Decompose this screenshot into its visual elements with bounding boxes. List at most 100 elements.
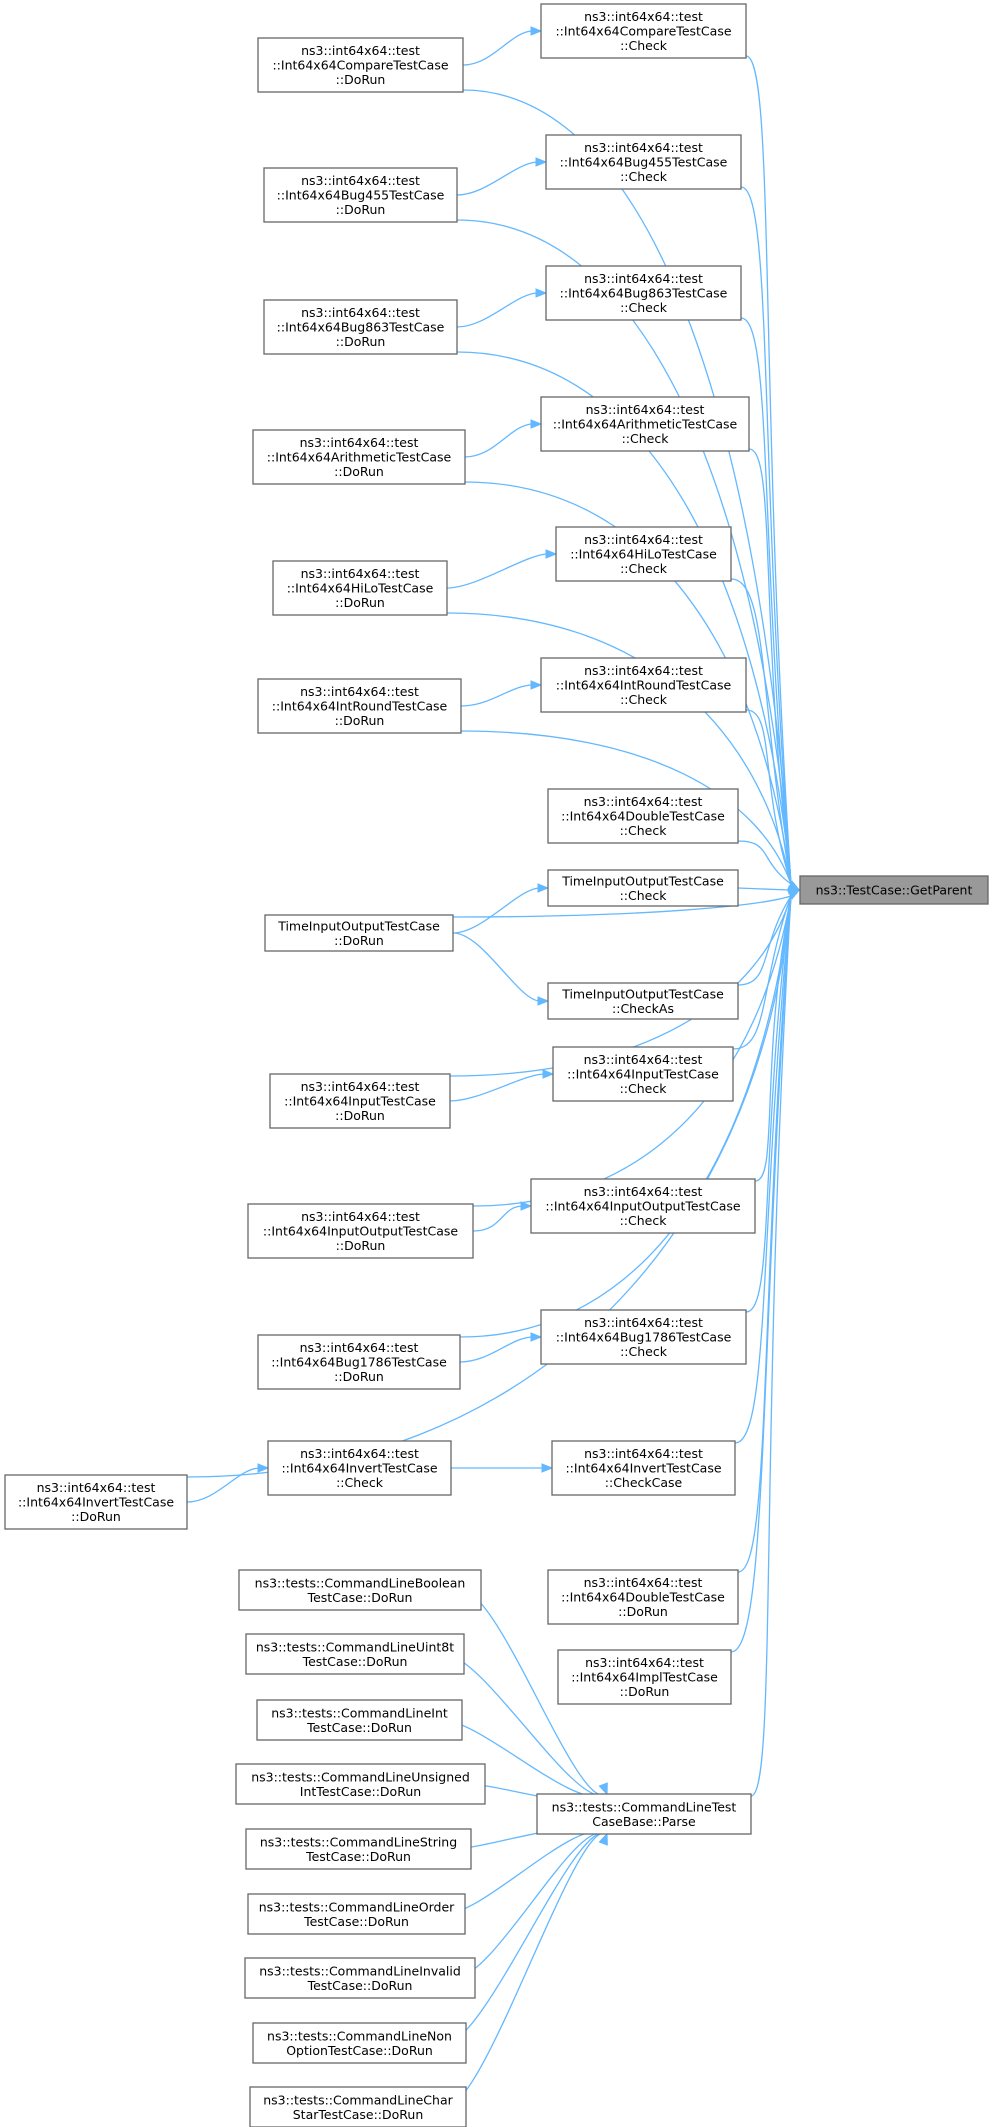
node-bug863-check[interactable]: ns3::int64x64::test::Int64x64Bug863TestC… — [545, 265, 742, 321]
node-bug1786-dorun[interactable]: ns3::int64x64::test::Int64x64Bug1786Test… — [257, 1334, 461, 1390]
edge-input_dorun-to-target — [449, 895, 792, 1077]
node-label-line: ns3::tests::CommandLineInt — [271, 1705, 448, 1720]
node-label-line: ::Check — [620, 38, 668, 53]
edge-tio_dorun-to-tio_checkas — [452, 932, 541, 1002]
node-label-line: ns3::int64x64::test — [300, 1446, 419, 1461]
edge-bug455_dorun-to-bug455_check — [456, 161, 539, 196]
node-label-line: ::DoRun — [618, 1604, 668, 1619]
node-cl-char[interactable]: ns3::tests::CommandLineCharStarTestCase:… — [249, 2086, 467, 2127]
node-box — [235, 1763, 486, 1805]
edge-intround_check-to-target — [745, 709, 792, 885]
node-bug1786-check[interactable]: ns3::int64x64::test::Int64x64Bug1786Test… — [540, 1309, 747, 1365]
edge-cl_parse-to-target — [750, 895, 792, 1797]
node-label-line: StarTestCase::DoRun — [293, 2107, 424, 2122]
node-box — [547, 788, 739, 844]
edge-bug1786_dorun-to-target — [459, 895, 792, 1338]
node-io-check[interactable]: ns3::int64x64::test::Int64x64InputOutput… — [530, 1178, 756, 1234]
node-label-line: ::Check — [622, 431, 670, 446]
node-label-line: ns3::int64x64::test — [584, 1446, 703, 1461]
node-box — [799, 875, 989, 905]
node-box — [257, 37, 464, 93]
node-cl-order[interactable]: ns3::tests::CommandLineOrderTestCase::Do… — [247, 1893, 466, 1935]
node-box — [252, 429, 466, 485]
node-bug863-dorun[interactable]: ns3::int64x64::test::Int64x64Bug863TestC… — [263, 299, 458, 355]
node-arith-dorun[interactable]: ns3::int64x64::test::Int64x64ArithmeticT… — [252, 429, 466, 485]
node-cl-string[interactable]: ns3::tests::CommandLineStringTestCase::D… — [245, 1828, 472, 1870]
node-box — [269, 1073, 451, 1129]
node-impl-dorun[interactable]: ns3::int64x64::test::Int64x64ImplTestCas… — [557, 1649, 732, 1705]
node-box — [4, 1474, 188, 1530]
node-label-line: TestCase::DoRun — [306, 1720, 412, 1735]
node-label-line: ::Int64x64Bug1786TestCase — [556, 1330, 732, 1345]
node-invert-dorun[interactable]: ns3::int64x64::test::Int64x64InvertTestC… — [4, 1474, 188, 1530]
node-box — [551, 1440, 736, 1496]
node-compare-dorun[interactable]: ns3::int64x64::test::Int64x64CompareTest… — [257, 37, 464, 93]
node-invert-checkcase[interactable]: ns3::int64x64::test::Int64x64InvertTestC… — [551, 1440, 736, 1496]
node-double-check[interactable]: ns3::int64x64::test::Int64x64DoubleTestC… — [547, 788, 739, 844]
arrowhead — [530, 1332, 543, 1342]
node-input-check[interactable]: ns3::int64x64::test::Int64x64InputTestCa… — [552, 1046, 734, 1102]
node-label-line: ns3::int64x64::test — [584, 1315, 703, 1330]
node-intround-check[interactable]: ns3::int64x64::test::Int64x64IntRoundTes… — [540, 657, 747, 713]
node-box — [540, 3, 747, 59]
node-label-line: ns3::int64x64::test — [301, 305, 420, 320]
node-hilo-dorun[interactable]: ns3::int64x64::test::Int64x64HiLoTestCas… — [272, 560, 448, 616]
node-target[interactable]: ns3::TestCase::GetParent — [799, 875, 989, 905]
node-cl-int[interactable]: ns3::tests::CommandLineIntTestCase::DoRu… — [256, 1699, 463, 1741]
node-double-dorun[interactable]: ns3::int64x64::test::Int64x64DoubleTestC… — [547, 1569, 739, 1625]
edge-tio_check-to-target — [737, 887, 790, 891]
node-label-line: ns3::int64x64::test — [585, 1655, 704, 1670]
arrowhead — [537, 883, 550, 893]
node-label-line: ::Int64x64ArithmeticTestCase — [267, 450, 452, 465]
arrowhead — [535, 288, 548, 298]
node-label-line: ns3::int64x64::test — [584, 9, 703, 24]
node-bug455-dorun[interactable]: ns3::int64x64::test::Int64x64Bug455TestC… — [263, 167, 458, 223]
node-label-line: ::DoRun — [334, 464, 384, 479]
node-label-line: ::DoRun — [334, 933, 384, 948]
edge-bug455_check-to-target — [740, 186, 792, 885]
node-cl-boolean[interactable]: ns3::tests::CommandLineBooleanTestCase::… — [238, 1569, 482, 1611]
edge-double_dorun-to-target — [737, 895, 792, 1573]
node-box — [264, 914, 454, 952]
node-label-line: TestCase::DoRun — [307, 1978, 413, 1993]
node-cl-invalid[interactable]: ns3::tests::CommandLineInvalidTestCase::… — [244, 1957, 476, 1999]
node-compare-check[interactable]: ns3::int64x64::test::Int64x64CompareTest… — [540, 3, 747, 59]
edge-intround_dorun-to-intround_check — [460, 684, 534, 707]
node-label-line: ::Int64x64InputTestCase — [284, 1094, 436, 1109]
edge-compare_check-to-target — [745, 55, 792, 885]
node-bug455-check[interactable]: ns3::int64x64::test::Int64x64Bug455TestC… — [545, 134, 742, 190]
node-intround-dorun[interactable]: ns3::int64x64::test::Int64x64IntRoundTes… — [257, 678, 462, 734]
node-tio-checkas[interactable]: TimeInputOutputTestCase::CheckAs — [547, 982, 739, 1020]
node-cl-uint8[interactable]: ns3::tests::CommandLineUint8tTestCase::D… — [245, 1633, 465, 1675]
arrowhead — [520, 1201, 533, 1211]
node-arith-check[interactable]: ns3::int64x64::test::Int64x64ArithmeticT… — [540, 396, 750, 452]
node-cl-unsigned[interactable]: ns3::tests::CommandLineUnsignedIntTestCa… — [235, 1763, 486, 1805]
node-label-line: ns3::int64x64::test — [584, 271, 703, 286]
node-invert-check[interactable]: ns3::int64x64::test::Int64x64InvertTestC… — [267, 1440, 452, 1496]
node-io-dorun[interactable]: ns3::int64x64::test::Int64x64InputOutput… — [247, 1203, 474, 1259]
arrowhead — [530, 26, 543, 36]
edge-double_check-to-target — [737, 840, 792, 885]
node-hilo-check[interactable]: ns3::int64x64::test::Int64x64HiLoTestCas… — [555, 526, 732, 582]
node-box — [557, 1649, 732, 1705]
node-input-dorun[interactable]: ns3::int64x64::test::Int64x64InputTestCa… — [269, 1073, 451, 1129]
node-cl-non[interactable]: ns3::tests::CommandLineNonOptionTestCase… — [252, 2022, 467, 2064]
node-label-line: ::Int64x64IntRoundTestCase — [556, 678, 732, 693]
node-cl-parse[interactable]: ns3::tests::CommandLineTestCaseBase::Par… — [536, 1793, 752, 1835]
node-tio-check[interactable]: TimeInputOutputTestCase::Check — [547, 869, 739, 907]
edge-tio_dorun-to-tio_check — [452, 887, 541, 934]
node-box — [257, 678, 462, 734]
node-box — [530, 1178, 756, 1234]
arrowhead — [787, 889, 801, 900]
node-label-line: ns3::tests::CommandLineUint8t — [256, 1639, 454, 1654]
node-label-line: ::Check — [620, 692, 668, 707]
edge-invert_checkcase-to-target — [734, 895, 792, 1444]
node-label-line: ns3::int64x64::test — [584, 1575, 703, 1590]
node-label-line: ns3::int64x64::test — [584, 1052, 703, 1067]
node-tio-dorun[interactable]: TimeInputOutputTestCase::DoRun — [264, 914, 454, 952]
nodes-layer: ns3::TestCase::GetParentns3::int64x64::t… — [4, 3, 989, 2127]
node-box — [238, 1569, 482, 1611]
node-box — [540, 657, 747, 713]
node-label-line: ::Check — [336, 1475, 384, 1490]
node-label-line: ns3::tests::CommandLineString — [260, 1834, 457, 1849]
